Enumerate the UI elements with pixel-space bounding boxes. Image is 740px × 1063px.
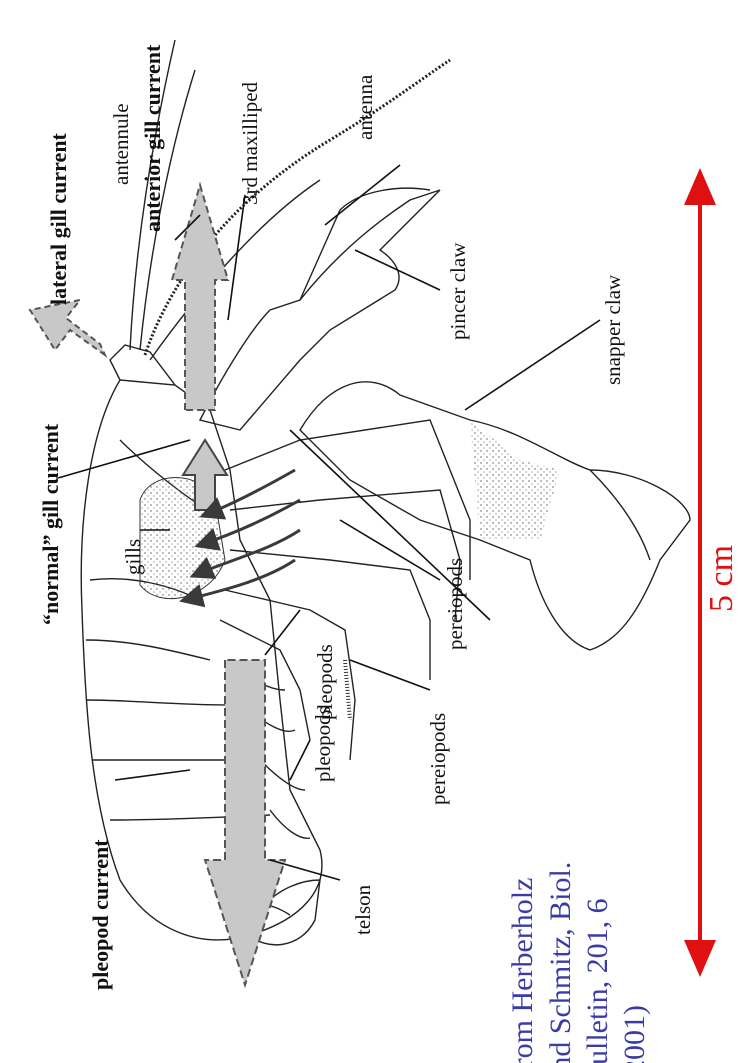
anterior-gill-current-arrow — [172, 185, 228, 410]
citation: From Herberholz and Schmitz, Biol. Bulle… — [506, 862, 651, 1063]
label-gills: gills — [121, 539, 145, 575]
label-antennule: antennule — [109, 103, 133, 185]
citation-line-2: and Schmitz, Biol. — [544, 862, 577, 1063]
lateral-gill-current-arrow — [30, 300, 105, 355]
label-pleopod-current: pleopod current — [88, 839, 113, 990]
label-normal-gill-current: “normal” gill current — [38, 423, 63, 625]
label-anterior-gill-current: anterior gill current — [140, 44, 165, 232]
label-pereiopods-lower: pereiopods — [426, 713, 450, 805]
snapper-claw — [300, 382, 690, 650]
citation-line-3: Bulletin, 201, 6 — [581, 898, 614, 1063]
citation-line-1: From Herberholz — [506, 878, 539, 1063]
label-pereiopods-upper: pereiopods — [443, 558, 467, 650]
scale-bar-label: 5 cm — [703, 545, 740, 612]
pleopod-current-arrow — [205, 660, 285, 985]
pincer-claw — [200, 188, 440, 430]
shrimp-body — [81, 345, 322, 945]
label-antenna: antenna — [353, 74, 377, 140]
label-third-maxilliped: 3rd maxilliped — [238, 81, 262, 205]
label-pincer-claw: pincer claw — [446, 242, 470, 340]
label-telson: telson — [351, 884, 375, 935]
citation-line-4: (2001) — [618, 1005, 651, 1063]
label-lateral-gill-current: lateral gill current — [46, 132, 71, 305]
label-pleopods-lower: pleopods — [311, 706, 335, 782]
antennae — [130, 40, 450, 360]
label-snapper-claw: snapper claw — [601, 274, 625, 385]
